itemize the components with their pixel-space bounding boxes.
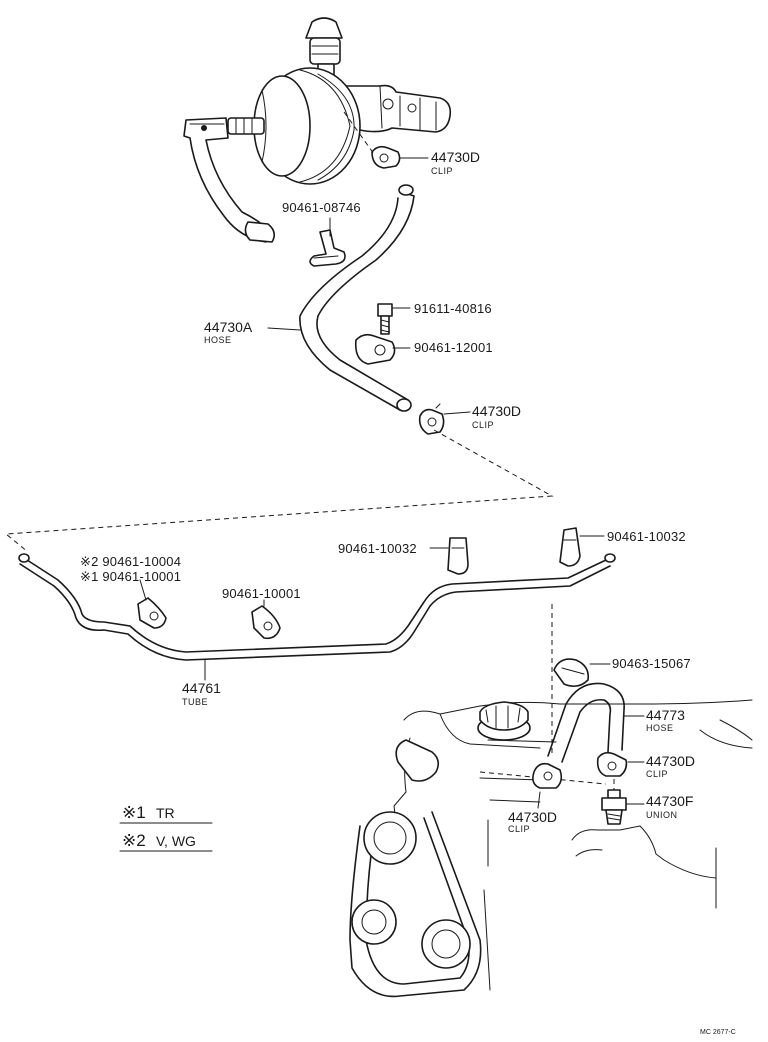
legend-text-1: TR — [156, 805, 175, 821]
label-clip-top-part: 44730D — [431, 149, 480, 165]
union-44730f — [601, 789, 627, 825]
legend-mark-2: ※2 — [122, 831, 146, 850]
clamp-90461-10001 — [251, 605, 281, 640]
catalog-ref: MC 2677-C — [700, 1029, 736, 1036]
label-tube-desc: TUBE — [182, 697, 208, 707]
clamp-90461-08746 — [309, 229, 346, 267]
label-clip-mid-desc: CLIP — [472, 420, 494, 430]
label-clip-lower-right-desc: CLIP — [646, 769, 668, 779]
label-clamp-10001: 90461-10001 — [222, 586, 301, 601]
hose-44773 — [547, 682, 625, 763]
label-union-part: 44730F — [646, 793, 693, 809]
label-clamp-10032-left: 90461-10032 — [338, 541, 417, 556]
clamp-90461-10032-right — [559, 527, 581, 567]
hose-44730a — [299, 184, 415, 412]
label-clip-top-desc: CLIP — [431, 166, 453, 176]
tube-44761 — [18, 553, 616, 661]
clamp-90461-10001-alt — [137, 597, 167, 629]
clip-44730d-mid — [418, 403, 445, 435]
clip-44730d-lower-left — [532, 762, 563, 789]
clip-44730d-top — [371, 145, 401, 169]
belt-pulleys — [349, 739, 482, 998]
label-clip-lower-left-part: 44730D — [508, 809, 557, 825]
label-union-desc: UNION — [646, 810, 678, 820]
label-hose-a-part: 44730A — [204, 319, 253, 335]
clamp-90461-12001 — [354, 333, 396, 365]
label-clamp-alt-2: ※2 90461-10004 — [80, 554, 181, 569]
label-clip-lower-right-part: 44730D — [646, 753, 695, 769]
label-hose-44773-desc: HOSE — [646, 723, 674, 733]
label-tube-part: 44761 — [182, 680, 221, 696]
label-clip-mid-part: 44730D — [472, 403, 521, 419]
legend-mark-1: ※1 — [122, 803, 146, 822]
label-clamp-10032-right: 90461-10032 — [607, 529, 686, 544]
label-hose-44773-part: 44773 — [646, 707, 685, 723]
bolt-91611-40816 — [377, 303, 393, 335]
oil-filler-cap — [477, 701, 531, 741]
label-clamp-alt-1: ※1 90461-10001 — [80, 569, 181, 584]
label-hose-a-desc: HOSE — [204, 335, 232, 345]
label-clip-lower-left-desc: CLIP — [508, 824, 530, 834]
grommet-90463-15067 — [553, 658, 590, 688]
leader-lines — [139, 157, 645, 809]
engine-outline — [381, 699, 753, 991]
label-clamp-08746: 90461-08746 — [282, 200, 361, 215]
legend: ※1 TR ※2 V, WG — [119, 803, 213, 852]
clamp-90461-10032-left — [447, 537, 469, 575]
legend-text-2: V, WG — [156, 833, 196, 849]
label-bolt: 91611-40816 — [414, 301, 492, 316]
brake-booster-assembly — [183, 17, 452, 243]
label-grommet: 90463-15067 — [612, 656, 691, 671]
clip-44730d-lower-right — [596, 751, 628, 777]
label-clamp-12001: 90461-12001 — [414, 340, 493, 355]
